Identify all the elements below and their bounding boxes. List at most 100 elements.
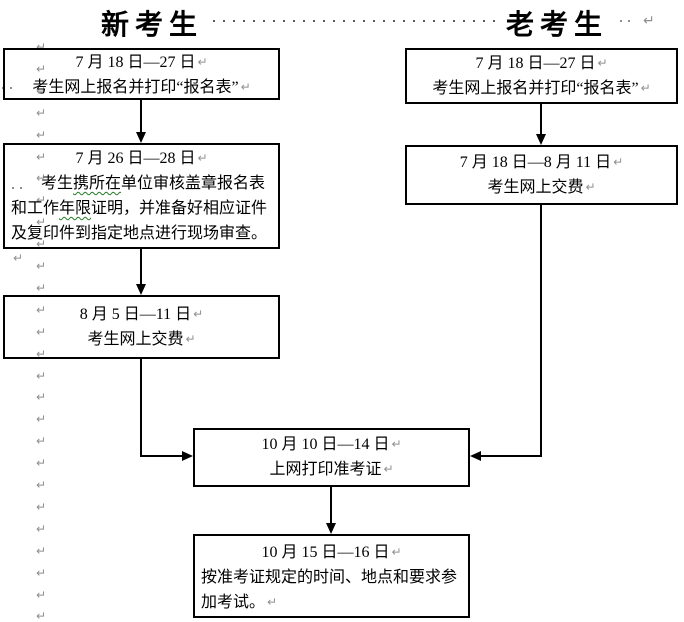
misspelled-text: 年限 bbox=[59, 200, 92, 217]
date-text: 8 月 5 日—11 日 bbox=[79, 306, 192, 323]
line-break-mark: ↵ bbox=[36, 83, 47, 98]
line-break-mark: ↵ bbox=[36, 324, 47, 339]
line-break-mark: ↵ bbox=[36, 412, 47, 427]
flow-box-old-step1: 7 月 18 日—27 日↵ 考生网上报名并打印“报名表”↵ bbox=[405, 48, 678, 104]
line-break-mark: ↵ bbox=[36, 193, 47, 208]
line-break-mark: ↵ bbox=[640, 81, 651, 95]
connector-old-step2-merge-horizontal bbox=[481, 455, 542, 457]
step-text: 考生网上交费 bbox=[87, 331, 184, 348]
box-date-line: 10 月 10 日—14 日↵ bbox=[195, 432, 468, 457]
box-date-line: 7 月 18 日—27 日↵ bbox=[5, 50, 278, 75]
arrowhead-left-icon bbox=[470, 451, 481, 461]
line-break-mark: ↵ bbox=[36, 215, 47, 230]
line-break-mark: ↵ bbox=[36, 456, 47, 471]
line-break-mark: ↵ bbox=[36, 105, 47, 120]
flow-box-new-step3: 8 月 5 日—11 日↵ 考生网上交费↵ bbox=[3, 295, 280, 359]
line-break-mark: ↵ bbox=[36, 40, 47, 54]
space-dots bbox=[2, 87, 14, 89]
line-break-mark: ↵ bbox=[597, 56, 608, 70]
date-text: 10 月 15 日—16 日 bbox=[261, 544, 390, 561]
flow-box-take-exam: 10 月 15 日—16 日↵ 按准考证规定的时间、地点和要求参加考试。↵ bbox=[193, 534, 470, 618]
line-break-mark: ↵ bbox=[267, 595, 278, 609]
date-text: 7 月 26 日—28 日 bbox=[75, 150, 196, 167]
flow-box-new-step1: 7 月 18 日—27 日↵ 考生网上报名并打印“报名表”↵ bbox=[3, 48, 280, 100]
connector-merge-step1-step2 bbox=[330, 487, 332, 524]
box-date-line: 10 月 15 日—16 日↵ bbox=[195, 540, 468, 565]
header-new-examinee: 新考生 bbox=[101, 10, 204, 41]
box-date-line: 8 月 5 日—11 日↵ bbox=[5, 302, 278, 327]
connector-old-step1-step2 bbox=[540, 103, 542, 135]
arrowhead-down-icon bbox=[536, 134, 546, 145]
line-break-mark: ↵ bbox=[36, 521, 47, 536]
box-text-line: 考生网上报名并打印“报名表”↵ bbox=[5, 75, 278, 100]
date-text: 10 月 10 日—14 日 bbox=[261, 436, 390, 453]
arrowhead-down-icon bbox=[136, 132, 146, 143]
flow-box-old-step2: 7 月 18 日—8 月 11 日↵ 考生网上交费↵ bbox=[405, 145, 678, 205]
flow-box-new-step2: 7 月 26 日—28 日↵ 考生携所在单位审核盖章报名表和工作年限证明，并准备… bbox=[3, 143, 280, 265]
line-break-mark: ↵ bbox=[13, 251, 24, 265]
box-date-line: 7 月 26 日—28 日↵ bbox=[5, 146, 278, 171]
line-break-mark: ↵ bbox=[36, 587, 47, 602]
space-dots bbox=[12, 187, 24, 189]
line-break-mark: ↵ bbox=[36, 259, 47, 273]
line-break-mark: ↵ bbox=[36, 609, 47, 622]
misspelled-text: 携所在 bbox=[73, 175, 122, 192]
line-break-mark: ↵ bbox=[383, 462, 394, 476]
box-text-line: 考生网上交费↵ bbox=[407, 175, 676, 200]
line-break-mark: ↵ bbox=[36, 478, 47, 492]
line-break-mark: ↵ bbox=[36, 346, 47, 361]
line-break-mark: ↵ bbox=[36, 127, 47, 142]
line-break-mark: ↵ bbox=[197, 55, 208, 69]
date-text: 7 月 18 日—27 日 bbox=[75, 54, 196, 71]
line-break-mark: ↵ bbox=[185, 332, 196, 346]
dotted-leader bbox=[213, 20, 503, 22]
line-break-mark: ↵ bbox=[36, 171, 47, 186]
date-text: 7 月 18 日—8 月 11 日 bbox=[459, 154, 612, 171]
line-break-mark: ↵ bbox=[391, 545, 402, 559]
step-text: 上网打印准考证 bbox=[269, 461, 382, 478]
line-break-mark: ↵ bbox=[36, 302, 47, 317]
connector-new-step2-step3 bbox=[140, 248, 142, 285]
header-old-examinee: 老考生 bbox=[506, 10, 609, 41]
step-text: 考生网上报名并打印“报名表” bbox=[32, 79, 239, 96]
box-text-paragraph: 考生携所在单位审核盖章报名表和工作年限证明，并准备好相应证件及复印件到指定地点进… bbox=[5, 171, 278, 271]
line-break-mark: ↵ bbox=[36, 149, 47, 164]
box-text-line: 考生网上报名并打印“报名表”↵ bbox=[407, 76, 676, 101]
flow-box-print-admission-ticket: 10 月 10 日—14 日↵ 上网打印准考证↵ bbox=[193, 428, 470, 487]
line-break-mark: ↵ bbox=[585, 180, 596, 194]
line-break-mark: ↵ bbox=[36, 543, 47, 558]
line-break-mark: ↵ bbox=[36, 368, 47, 383]
step-text: 考生网上报名并打印“报名表” bbox=[432, 80, 639, 97]
connector-new-step3-merge-horizontal bbox=[140, 455, 183, 457]
line-break-mark: ↵ bbox=[197, 151, 208, 165]
date-text: 7 月 18 日—27 日 bbox=[475, 55, 596, 72]
box-date-line: 7 月 18 日—27 日↵ bbox=[407, 51, 676, 76]
line-break-mark: ↵ bbox=[36, 280, 47, 295]
line-break-mark: ↵ bbox=[240, 80, 251, 94]
box-text-line: 考生网上交费↵ bbox=[5, 327, 278, 352]
line-break-mark: ↵ bbox=[36, 499, 47, 514]
arrowhead-down-icon bbox=[136, 284, 146, 295]
box-text-paragraph: 按准考证规定的时间、地点和要求参加考试。↵ bbox=[195, 565, 468, 615]
space-dots bbox=[620, 20, 632, 22]
line-break-mark: ↵ bbox=[613, 155, 624, 169]
arrowhead-down-icon bbox=[326, 523, 336, 534]
arrowhead-right-icon bbox=[182, 451, 193, 461]
box-text-line: 上网打印准考证↵ bbox=[195, 457, 468, 482]
line-break-mark: ↵ bbox=[36, 434, 47, 449]
line-break-mark: ↵ bbox=[643, 13, 655, 29]
step-text: 单位审核盖章报名表和工作 bbox=[11, 175, 266, 217]
step-text: 考生 bbox=[41, 175, 74, 192]
line-break-mark: ↵ bbox=[193, 307, 204, 321]
line-break-mark: ↵ bbox=[36, 565, 47, 580]
connector-new-step3-merge-vertical bbox=[140, 359, 142, 457]
step-text: 考生网上交费 bbox=[487, 179, 584, 196]
step-text: 按准考证规定的时间、地点和要求参加考试。 bbox=[201, 569, 458, 611]
connector-old-step2-merge-vertical bbox=[540, 205, 542, 457]
line-break-mark: ↵ bbox=[36, 61, 47, 76]
connector-new-step1-step2 bbox=[140, 100, 142, 133]
line-break-mark: ↵ bbox=[391, 437, 402, 451]
box-date-line: 7 月 18 日—8 月 11 日↵ bbox=[407, 150, 676, 175]
line-break-mark: ↵ bbox=[36, 237, 47, 252]
